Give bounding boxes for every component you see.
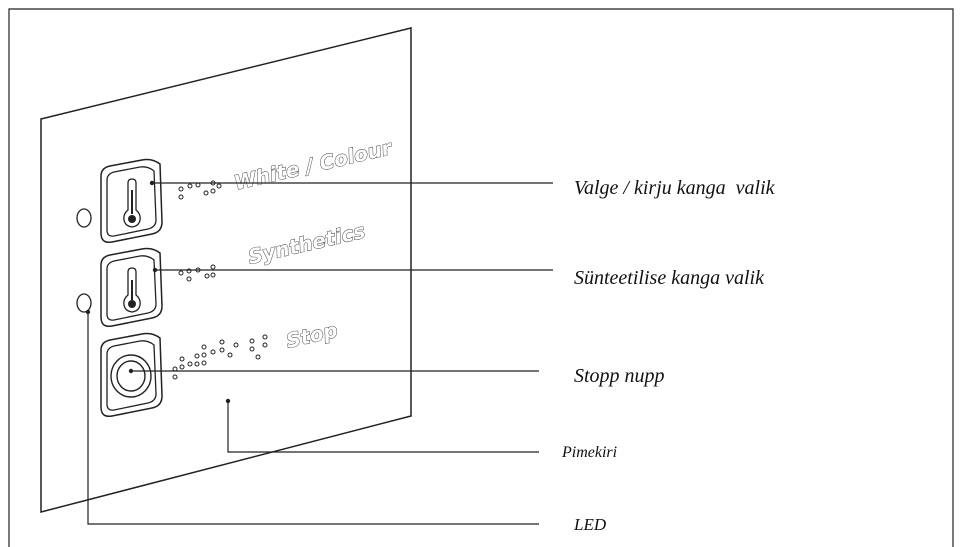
white-colour-button[interactable] (100, 158, 163, 244)
braille-dots-2 (178, 264, 216, 282)
callout-braille: Pimekiri (561, 444, 617, 461)
circle-icon (116, 360, 146, 392)
thermometer-icon (123, 267, 141, 313)
braille-dots-1 (178, 180, 222, 200)
callout-synthetics-selection: Sünteetilise kanga valik (574, 267, 765, 289)
callout-stop-button: Stopp nupp (574, 365, 665, 387)
braille-dots-3 (172, 334, 268, 380)
callout-led: LED (573, 515, 607, 534)
callout-white-colour-selection: Valge / kirju kanga valik (574, 177, 776, 199)
led-indicator-1 (76, 208, 92, 228)
leader-line-braille (227, 401, 539, 453)
thermometer-icon (123, 178, 141, 228)
leader-line-led (87, 312, 539, 525)
leader-lines (87, 182, 553, 525)
leader-dots (85, 180, 231, 404)
led-indicator-2 (76, 293, 92, 313)
synthetics-button[interactable] (100, 247, 163, 328)
stop-button[interactable] (100, 332, 163, 418)
outer-frame (8, 8, 954, 547)
